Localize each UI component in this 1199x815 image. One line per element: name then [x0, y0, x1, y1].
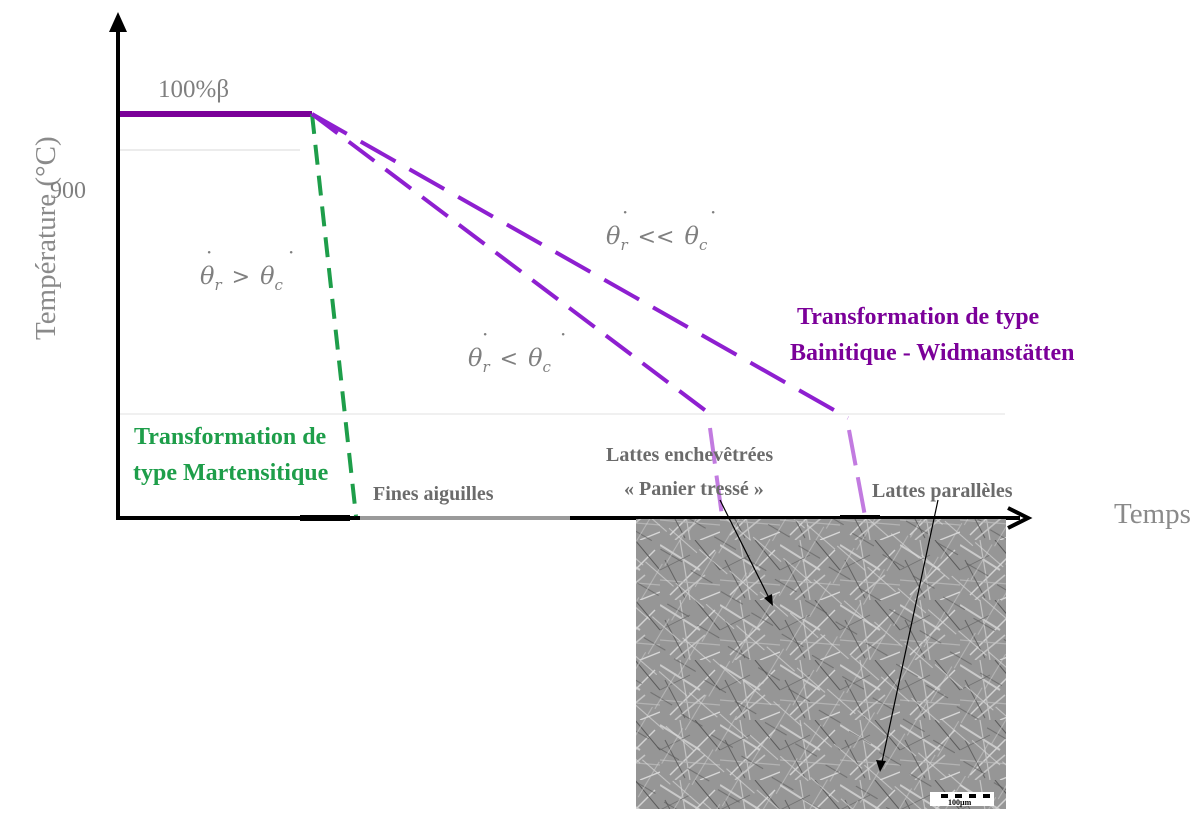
rate-left-sub: r: [620, 235, 628, 254]
arrow-lattes-enchevetrees: [719, 499, 773, 606]
dot-accent: ·: [622, 200, 629, 224]
scale-bar-label: 100µm: [948, 798, 972, 807]
rate-operator: >: [231, 265, 251, 290]
bainitic-drop-line-2: [847, 429, 867, 517]
micrograph-image: [636, 519, 1006, 809]
fines-aiguilles-label: Fines aiguilles: [373, 483, 494, 505]
rate-right-sub: c: [698, 235, 708, 254]
rate-left-sub: r: [214, 275, 222, 294]
dot-accent: ·: [710, 200, 717, 224]
arrow-lattes-paralleles: [876, 499, 939, 772]
bainitic-drop-line-1: [708, 427, 724, 517]
lattes-enchevetrees-label-line1: Lattes enchevêtrées: [606, 444, 774, 466]
x-axis-arrowhead: [1007, 506, 1033, 530]
rate-right-sub: c: [274, 275, 283, 294]
rate-left-sub: r: [482, 357, 490, 376]
bainitic-cooling-line-2: [311, 112, 849, 420]
bainitic-label-line2: Bainitique - Widmanstätten: [790, 340, 1075, 366]
rate-operator: <<: [637, 225, 675, 250]
lattes-enchevetrees-label-line2: « Panier tressé »: [624, 478, 764, 500]
bainitic-cooling-line-1: [310, 112, 712, 416]
lattes-paralleles-label: Lattes parallèles: [872, 480, 1013, 502]
beta-label: 100%β: [158, 76, 230, 103]
rate-right-sub: c: [542, 357, 551, 376]
rate-condition-bainitic-slow: · θr<<θc ·: [606, 202, 716, 254]
rate-right-symbol: θ: [528, 344, 543, 372]
y-tick-900: 900: [50, 178, 86, 204]
scale-bar: [930, 792, 994, 806]
rate-right-symbol: θ: [260, 262, 275, 290]
dot-accent: ·: [482, 322, 489, 346]
dot-accent: ·: [560, 322, 567, 346]
rate-left-symbol: θ: [200, 262, 215, 290]
rate-condition-martensitic: · θr>θc ·: [200, 242, 294, 294]
bainitic-label-line1: Transformation de type: [797, 304, 1040, 330]
rate-left-symbol: θ: [468, 344, 483, 372]
y-axis-arrowhead: [109, 12, 127, 32]
martensitic-label-line1: Transformation de: [134, 424, 327, 450]
rate-operator: <: [499, 347, 519, 372]
rate-left-symbol: θ: [606, 222, 621, 250]
martensitic-cooling-line: [310, 113, 358, 517]
dot-accent: ·: [206, 240, 213, 264]
rate-right-symbol: θ: [684, 222, 699, 250]
martensitic-label-line2: type Martensitique: [133, 460, 329, 486]
dot-accent: ·: [288, 240, 295, 264]
x-axis-label: Temps: [1114, 498, 1191, 530]
y-axis-label: Température (°C): [30, 136, 62, 340]
rate-condition-bainitic-mid: · θr<θc ·: [468, 324, 566, 376]
